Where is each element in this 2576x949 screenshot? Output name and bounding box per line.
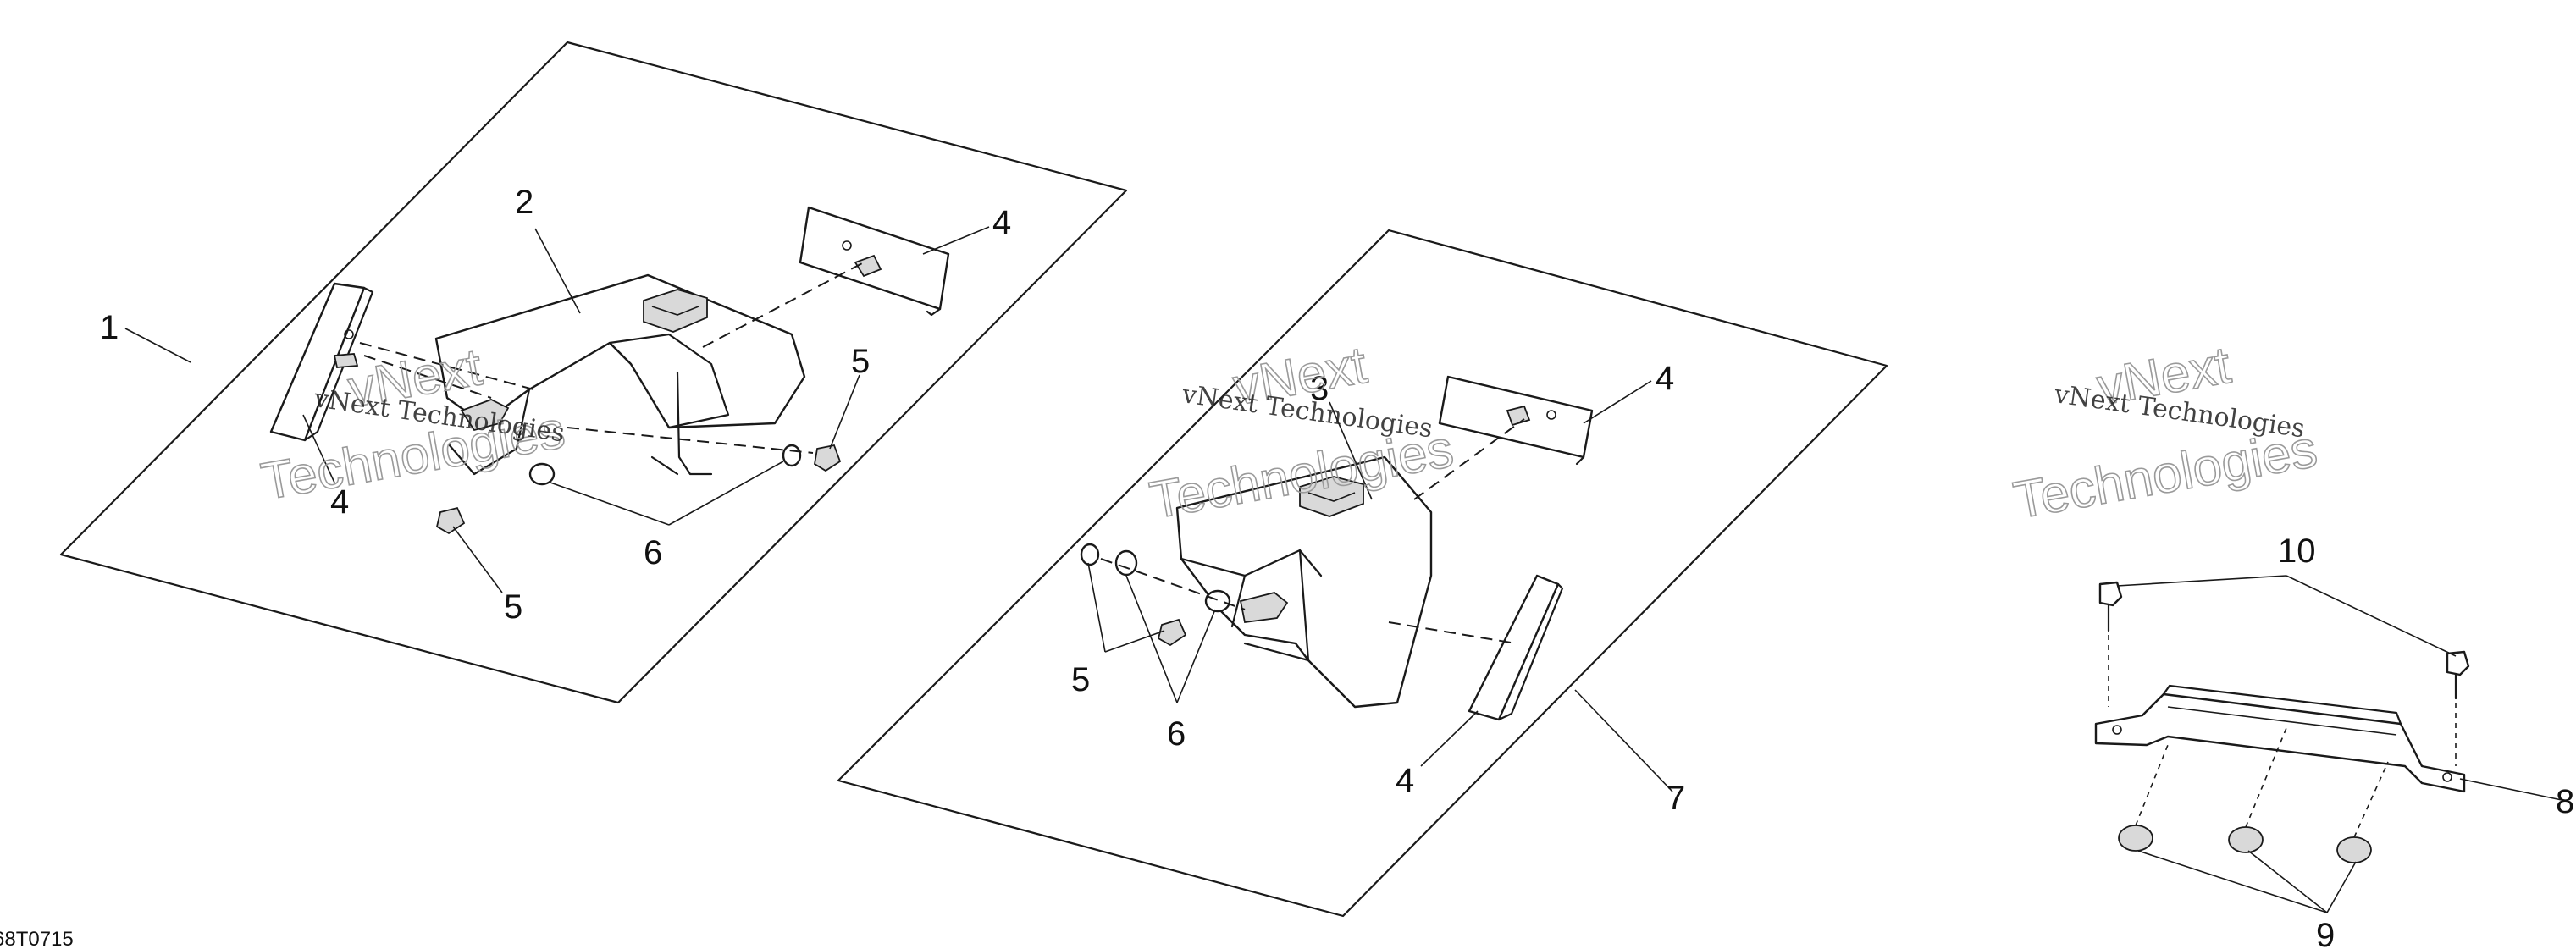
- leader-5c: [1087, 562, 1165, 653]
- callout-4c: 4: [1656, 360, 1674, 397]
- callout-4d: 4: [1396, 762, 1414, 799]
- leader-4d: [1420, 710, 1479, 767]
- leader-6a: [550, 461, 784, 526]
- callout-3: 3: [1310, 370, 1329, 407]
- align-left-2: [363, 355, 492, 399]
- callout-5c: 5: [1071, 661, 1090, 698]
- support-bar: [2094, 684, 2466, 793]
- leader-9: [2137, 850, 2357, 913]
- drawing-code: 68T0715: [0, 928, 74, 949]
- bolts: [2098, 581, 2470, 766]
- leader-6b: [1125, 575, 1216, 703]
- leader-10: [2116, 575, 2457, 657]
- reflector-center-upper: [1438, 375, 1594, 466]
- sheet-left: [59, 41, 1128, 704]
- leader-7: [1574, 689, 1673, 792]
- reflector-center-lower: [1468, 574, 1564, 721]
- leader-4a: [922, 226, 990, 255]
- callout-4b: 4: [330, 483, 349, 521]
- leader-3: [1329, 401, 1373, 500]
- callout-4a: 4: [992, 204, 1011, 241]
- callout-9: 9: [2316, 917, 2335, 949]
- leader-4c: [1583, 380, 1652, 424]
- leader-1: [124, 328, 191, 363]
- leader-2: [534, 228, 581, 314]
- group-center-assembly: [837, 229, 1888, 918]
- align-left-1: [359, 342, 534, 390]
- callout-6b: 6: [1167, 715, 1186, 753]
- reflector-left-upper: [799, 206, 950, 317]
- grommets: [2118, 727, 2389, 863]
- callout-5b: 5: [504, 588, 522, 626]
- leader-4b: [302, 414, 335, 483]
- align-left-4: [567, 427, 814, 454]
- callout-2: 2: [515, 184, 533, 221]
- leader-8: [2459, 778, 2562, 801]
- align-left-3: [702, 262, 865, 348]
- callout-1: 1: [100, 309, 119, 346]
- group-right-assembly: [2094, 575, 2562, 913]
- callout-7: 7: [1667, 780, 1685, 817]
- callout-8: 8: [2556, 783, 2574, 820]
- hardware-left: [435, 444, 842, 535]
- reflector-left-side: [269, 282, 374, 442]
- callout-5a: 5: [851, 343, 870, 380]
- hardware-center: [1080, 543, 1231, 647]
- callout-10: 10: [2278, 532, 2316, 570]
- align-center-3: [1388, 621, 1517, 644]
- align-center-1: [1413, 418, 1525, 500]
- leader-5b: [452, 526, 503, 593]
- callout-6a: 6: [644, 534, 662, 571]
- sheet-center: [837, 229, 1888, 918]
- leader-5a: [829, 374, 860, 450]
- group-left-assembly: [59, 41, 1128, 704]
- align-center-2: [1100, 558, 1246, 610]
- bracket-left: [434, 273, 806, 476]
